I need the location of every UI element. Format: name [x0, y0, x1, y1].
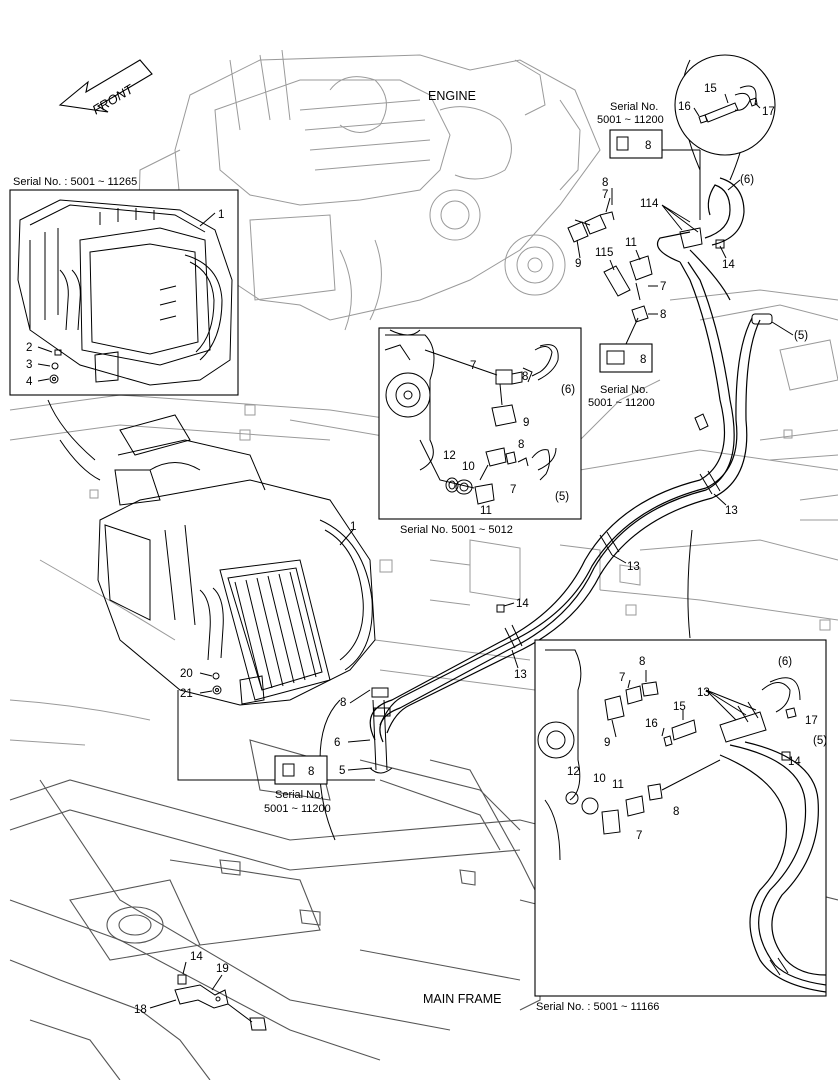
callout-7-upper: 7 — [602, 189, 608, 201]
callout-17-top: 17 — [762, 106, 775, 118]
callout-8-detail-top: 8 — [522, 371, 528, 383]
callout-14-upper: 14 — [722, 259, 735, 271]
upper-right-callouts: 8 Serial No. 5001 ~ 11200 15 16 17 7 8 9… — [574, 54, 808, 409]
callout-7-inset-top: 7 — [619, 672, 625, 684]
callout-5-inset: (5) — [813, 735, 827, 747]
callout-15-inset: 15 — [673, 701, 686, 713]
callout-7-detail-low: 7 — [510, 484, 516, 496]
callout-9-inset: 9 — [604, 737, 610, 749]
mid-clamp-serial-1: Serial No. — [600, 384, 648, 396]
lower-right-serial: Serial No. : 5001 ~ 11166 — [536, 1001, 659, 1013]
engine-fittings — [567, 211, 725, 323]
callout-14-bottom: 14 — [190, 951, 203, 963]
callout-14-mid: 14 — [516, 598, 529, 610]
callout-8-box-top: 8 — [645, 140, 651, 152]
callout-11-detail: 11 — [480, 505, 492, 517]
callout-13-c: 13 — [725, 505, 738, 517]
detail-leader-right — [687, 529, 693, 639]
callout-8-box-low: 8 — [308, 766, 314, 778]
callout-1-top: 1 — [218, 209, 224, 221]
callout-4: 4 — [26, 376, 33, 388]
heater-inset-frame — [9, 189, 239, 396]
callout-16-inset: 16 — [645, 718, 658, 730]
callout-11-inset: 11 — [612, 779, 624, 791]
callout-8-inset-low: 8 — [673, 806, 679, 818]
front-arrow: FRONT — [58, 59, 153, 117]
heater-inset: Serial No. : 5001 ~ 11265 1 2 3 4 — [9, 176, 239, 396]
bottom-bracket: 14 18 19 — [134, 951, 267, 1031]
callout-17-inset: 17 — [805, 715, 818, 727]
callout-5-detail: (5) — [555, 491, 569, 503]
callout-12-detail: 12 — [443, 450, 456, 462]
callout-5-upper: (5) — [794, 330, 808, 342]
callout-8-right: 8 — [660, 309, 666, 321]
low-clamp-serial-2: 5001 ~ 11200 — [264, 803, 331, 815]
callout-8-inset-top: 8 — [639, 656, 645, 668]
callout-7-detail-top: 7 — [470, 360, 476, 372]
callout-14-inset: 14 — [788, 756, 801, 768]
top-clamp-serial-2: 5001 ~ 11200 — [597, 114, 664, 126]
callout-12-inset: 12 — [567, 766, 580, 778]
callout-6-detail: (6) — [561, 384, 575, 396]
callout-7-inset-low: 7 — [636, 830, 642, 842]
callout-8-low: 8 — [340, 697, 346, 709]
callout-10-inset: 10 — [593, 773, 606, 785]
callout-5-low: 5 — [339, 765, 345, 777]
inset-leader — [47, 399, 96, 461]
heater-hoses — [319, 59, 773, 841]
main-heater-unit: 1 20 21 — [97, 414, 376, 781]
callout-8-upper: 8 — [602, 177, 608, 189]
mid-clamp-serial-2: 5001 ~ 11200 — [588, 397, 655, 409]
callout-13-inset: 13 — [697, 687, 710, 699]
callout-11-upper: 11 — [625, 237, 637, 249]
top-clamp-serial-1: Serial No. — [610, 101, 658, 113]
callout-2: 2 — [26, 342, 32, 354]
engine-detail-serial: Serial No. 5001 ~ 5012 — [400, 524, 513, 536]
callout-6-upper: (6) — [740, 174, 754, 186]
callout-3: 3 — [26, 359, 32, 371]
callout-9-detail: 9 — [523, 417, 529, 429]
callout-21: 21 — [180, 688, 193, 700]
callout-7-right: 7 — [660, 281, 666, 293]
callout-1-main: 1 — [350, 521, 356, 533]
callout-15-top: 15 — [704, 83, 717, 95]
callout-13-a: 13 — [514, 669, 527, 681]
heater-inset-serial: Serial No. : 5001 ~ 11265 — [13, 176, 137, 188]
callout-8-box-mid: 8 — [640, 354, 646, 366]
detail-leader-left — [59, 439, 101, 481]
callout-19: 19 — [216, 963, 229, 975]
lower-right-detail-inset: 8 7 (6) 13 17 9 15 16 (5) 14 12 10 11 8 … — [534, 639, 827, 1013]
main-frame-label: MAIN FRAME — [423, 992, 501, 1006]
engine-detail-inset: 7 8 (6) 9 12 10 8 7 11 (5) Serial No. 50… — [378, 327, 582, 536]
callout-13-b: 13 — [627, 561, 640, 573]
callout-114: 114 — [640, 198, 659, 210]
heater-unit-drawing — [17, 199, 233, 386]
callout-8-detail-low: 8 — [518, 439, 524, 451]
engine-label: ENGINE — [428, 89, 476, 103]
lower-clamp-callout: 8 Serial No. 5001 ~ 11200 8 6 5 — [264, 689, 373, 815]
callout-20: 20 — [180, 668, 193, 680]
callout-9-upper: 9 — [575, 258, 581, 270]
callout-6-inset: (6) — [778, 656, 792, 668]
callout-18: 18 — [134, 1004, 147, 1016]
callout-115: 115 — [595, 247, 613, 259]
callout-6-low: 6 — [334, 737, 340, 749]
hose-clamp-callouts: 14 13 13 13 — [496, 493, 738, 681]
low-clamp-serial-1: Serial No. — [275, 789, 323, 801]
callout-16-top: 16 — [678, 101, 691, 113]
callout-10-detail: 10 — [462, 461, 475, 473]
